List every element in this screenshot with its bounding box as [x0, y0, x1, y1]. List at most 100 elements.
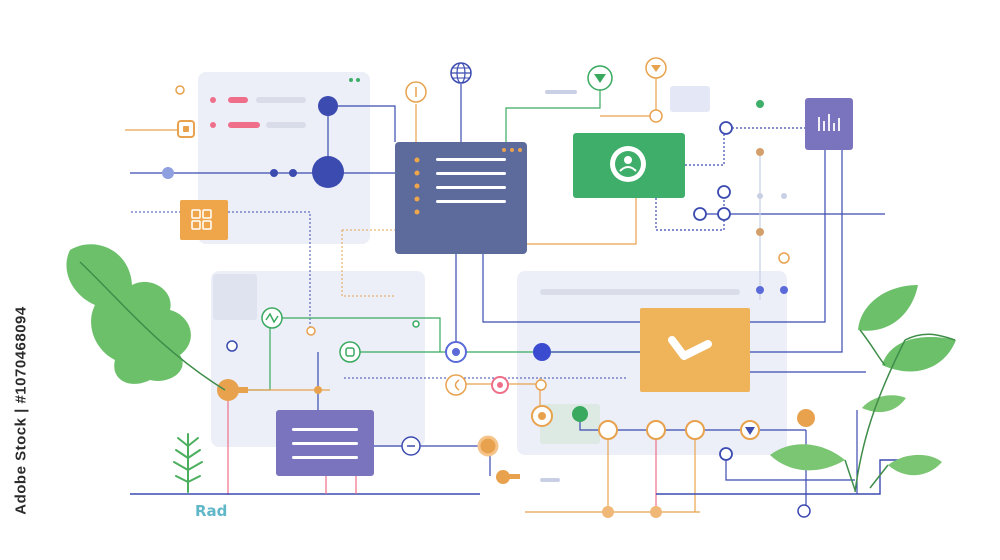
node-ring-orange	[535, 379, 547, 391]
checkmark-icon	[668, 336, 712, 360]
watermark-label: Adobe Stock | #1070468094	[12, 305, 30, 515]
node-ring-navy	[226, 340, 238, 352]
line	[272, 317, 441, 352]
text-line	[292, 456, 358, 459]
gray-bar	[540, 478, 560, 482]
line	[374, 445, 491, 476]
node-large-navy	[312, 156, 344, 188]
node-filled-orange	[477, 435, 499, 457]
bullet-dot	[414, 157, 420, 163]
card-user-green	[573, 133, 685, 198]
node-ring-green	[339, 341, 361, 363]
card-audio-purple	[805, 98, 853, 150]
triangle-icon	[745, 427, 755, 435]
text-line	[436, 172, 506, 175]
dot-gray	[781, 193, 787, 199]
text-line	[292, 428, 358, 431]
node-ring-navy	[719, 121, 733, 135]
logo-text: Rad	[195, 502, 228, 520]
node-large-navy	[318, 96, 338, 116]
bullet-dot	[414, 209, 420, 215]
green-dot	[349, 78, 353, 82]
gray-bar	[266, 122, 306, 128]
text-line	[436, 200, 506, 203]
line	[505, 90, 601, 142]
text-line	[436, 186, 506, 189]
node-ring-orange	[646, 420, 666, 440]
node-filled-orange	[602, 506, 614, 518]
card-dot	[502, 148, 506, 152]
card-background	[180, 200, 228, 240]
node-small-orange	[314, 386, 322, 394]
grid-icon	[191, 209, 212, 230]
node-ring-orange	[685, 420, 705, 440]
node-filled-orange	[496, 470, 510, 484]
node-ring-navy	[717, 185, 731, 199]
node-ring-green	[412, 320, 420, 328]
audio-bars-icon	[818, 114, 840, 131]
node-plug	[238, 387, 248, 393]
line	[655, 192, 725, 231]
card-background	[395, 142, 527, 254]
line	[482, 254, 640, 323]
node-square-orange-inner	[183, 126, 189, 132]
card-dot	[518, 148, 522, 152]
line	[456, 383, 541, 416]
node-green	[572, 406, 588, 422]
card-grid-orange	[180, 200, 228, 240]
dot-orange	[756, 148, 764, 156]
card-dot	[510, 148, 514, 152]
node-ring-navy	[717, 207, 731, 221]
node-small-navy	[289, 169, 297, 177]
node-plug	[508, 474, 520, 479]
dot-gray	[757, 193, 763, 199]
card-list-navy	[395, 142, 527, 254]
node-ring-orange	[306, 326, 316, 336]
dot-green	[756, 100, 764, 108]
text-line	[292, 442, 358, 445]
text-line	[436, 158, 506, 161]
bullet-dot	[414, 170, 420, 176]
line	[656, 459, 900, 495]
line	[725, 454, 855, 481]
line	[750, 150, 826, 323]
node-filled-orange	[217, 379, 239, 401]
node-ring-navy	[797, 504, 811, 518]
node-ring-navy	[693, 207, 707, 221]
node-small-orange	[175, 85, 185, 95]
user-icon-body	[619, 166, 637, 172]
pink-dot	[210, 122, 216, 128]
line	[341, 229, 396, 297]
line	[750, 150, 843, 353]
bullet-dot	[414, 196, 420, 202]
card-check-orange	[640, 308, 750, 392]
gray-bar	[540, 289, 740, 295]
node-inner	[538, 412, 546, 420]
node-filled-orange	[797, 409, 815, 427]
leaf-icon	[770, 285, 956, 493]
line	[228, 211, 311, 330]
node-glyph	[454, 379, 460, 391]
wave-icon	[265, 312, 279, 324]
line	[328, 105, 396, 142]
fern-icon	[173, 433, 203, 493]
panel-square-gray	[213, 274, 257, 320]
line	[525, 198, 637, 245]
node-glyph	[345, 347, 355, 357]
globe-icon	[450, 62, 472, 84]
node-light-blue	[162, 167, 174, 179]
pink-dot	[210, 97, 216, 103]
bullet-dot	[414, 183, 420, 189]
dot-blue	[756, 286, 764, 294]
triangle-icon	[651, 65, 661, 72]
node-small-navy	[270, 169, 278, 177]
leaf-icon	[66, 244, 226, 391]
nodes	[162, 57, 815, 518]
dot-orange	[756, 228, 764, 236]
line	[685, 127, 805, 166]
card-list-purple	[276, 410, 374, 476]
background-panels	[198, 72, 787, 455]
green-dot	[356, 78, 360, 82]
